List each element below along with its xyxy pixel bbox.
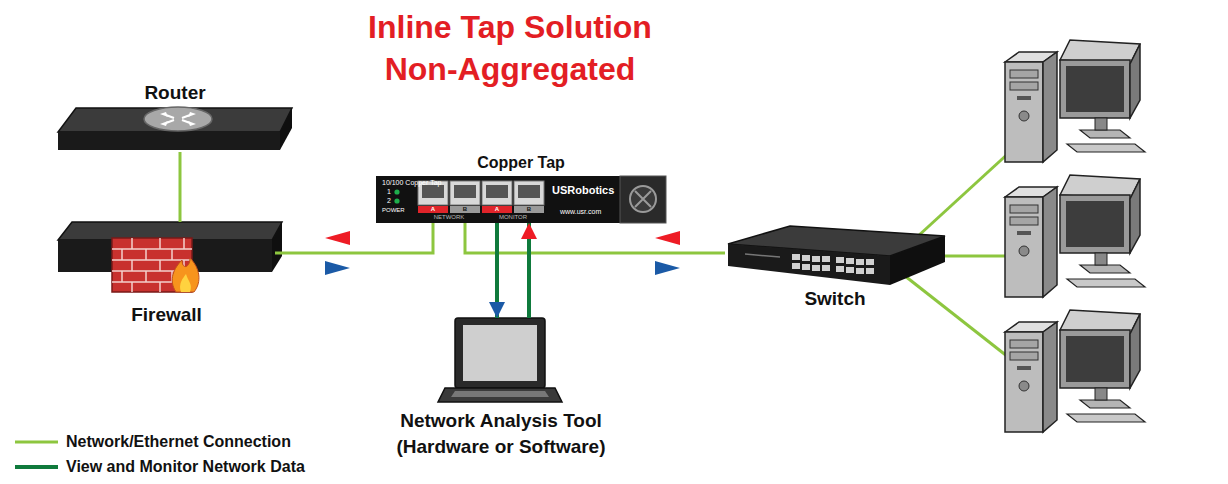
connector (275, 223, 433, 253)
connector (179, 152, 182, 222)
switch-node: Switch (725, 225, 945, 287)
laptop-node: Network Analysis Tool (Hardware or Softw… (440, 318, 562, 402)
direction-arrow (655, 261, 680, 275)
ethernet-line (945, 255, 1012, 258)
laptop-device (438, 318, 562, 402)
router-node: Router (58, 106, 292, 152)
connector (495, 223, 499, 318)
direction-arrow (325, 261, 350, 275)
legend-line-sample (15, 441, 58, 444)
connector (465, 223, 725, 253)
node-label: Switch (804, 287, 865, 310)
node-label: Copper Tap (477, 153, 565, 172)
copper-tap-device (376, 176, 666, 223)
device-print: USRobotics (552, 184, 614, 196)
direction-arrow (655, 231, 680, 245)
device-print: POWER (382, 207, 405, 214)
direction-arrow (325, 231, 350, 245)
device-print: B (527, 206, 531, 213)
computer-icon (1005, 175, 1145, 297)
ethernet-line (905, 150, 1012, 248)
device-print: MONITOR (499, 214, 527, 221)
computer-icon (1005, 40, 1145, 162)
device-print: 1 (387, 188, 391, 196)
ethernet-line (905, 276, 1012, 360)
node-label: Firewall (131, 303, 202, 326)
device-print: B (463, 206, 467, 213)
switch-device (728, 226, 945, 285)
device-print: A (495, 206, 499, 213)
node-label: Network Analysis Tool (Hardware or Softw… (371, 408, 631, 460)
diagram-title: Inline Tap Solution Non-Aggregated (340, 6, 680, 90)
firewall-node: Firewall (58, 222, 275, 277)
device-print: 10/100 Copper Tap (382, 179, 441, 187)
device-print: NETWORK (434, 214, 465, 221)
firewall-device (58, 222, 282, 292)
node-label: Router (144, 81, 205, 104)
device-print: A (431, 206, 435, 213)
legend-samples (15, 442, 58, 467)
computer-icon (1005, 310, 1145, 432)
legend-text: Network/Ethernet Connection (66, 432, 291, 452)
legend-line-sample (15, 465, 58, 469)
legend-text: View and Monitor Network Data (66, 457, 305, 477)
router-device (58, 107, 292, 150)
connector (527, 223, 531, 318)
device-print: www.usr.com (560, 208, 601, 216)
device-print: 2 (387, 197, 391, 205)
